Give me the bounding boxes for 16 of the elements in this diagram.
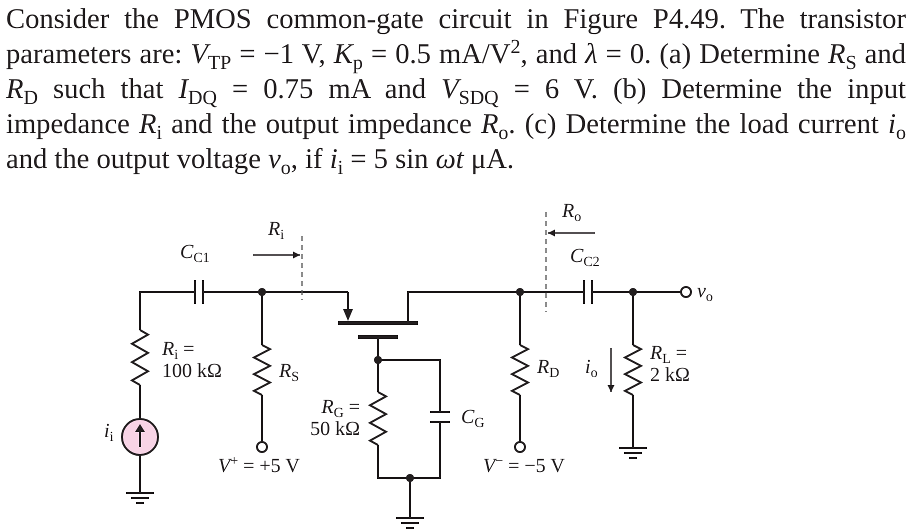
resistor-label: R$_{D}$: [537, 356, 560, 378]
impedance-label: R$_{i}$: [268, 218, 284, 240]
capacitor-label: C$_{C2}$: [570, 245, 600, 267]
impedance-label: R$_{o}$: [562, 200, 582, 222]
output-voltage-label: v$_{o}$: [697, 280, 713, 302]
current-label: i$_{o}$: [585, 356, 598, 378]
resistor-label: R$_{L}$ = 2 kΩ: [650, 342, 691, 386]
supply-voltage-label: V$^{−}$ = −5 V: [483, 455, 565, 477]
source-current-label: i$_{i}$: [104, 420, 114, 442]
problem-statement: Consider the PMOS common-gate circuit in Figure P4.49. The transistor parameters are: V$_{TP}$ = −1 V, K$_{p}$ = 0.5 mA/V$^{2}$, and λ = 0. (a) Determine R$_{S}$ and R$_{D}$ such that I$_{DQ}$ = 0.75 mA and V$_{SDQ}$ = 6 V. (b) Determine the input impedance R$_{i}$ and the output impedance R$_{o}$. (c) Determine the load current i$_{o}$ and the output voltage v$_{o}$, if i$_{i}$ = 5 sin ωt μA.: [6, 3, 906, 177]
resistor-label: R$_{S}$: [279, 360, 300, 382]
resistor-label: R$_{G}$ = 50 kΩ: [309, 396, 360, 440]
supply-voltage-label: V$^{+}$ = +5 V: [218, 455, 300, 477]
capacitor-label: C$_{C1}$: [180, 241, 210, 263]
capacitor-label: C$_{G}$: [461, 406, 484, 428]
resistor-label: R$_{i}$ = 100 kΩ: [162, 338, 223, 382]
